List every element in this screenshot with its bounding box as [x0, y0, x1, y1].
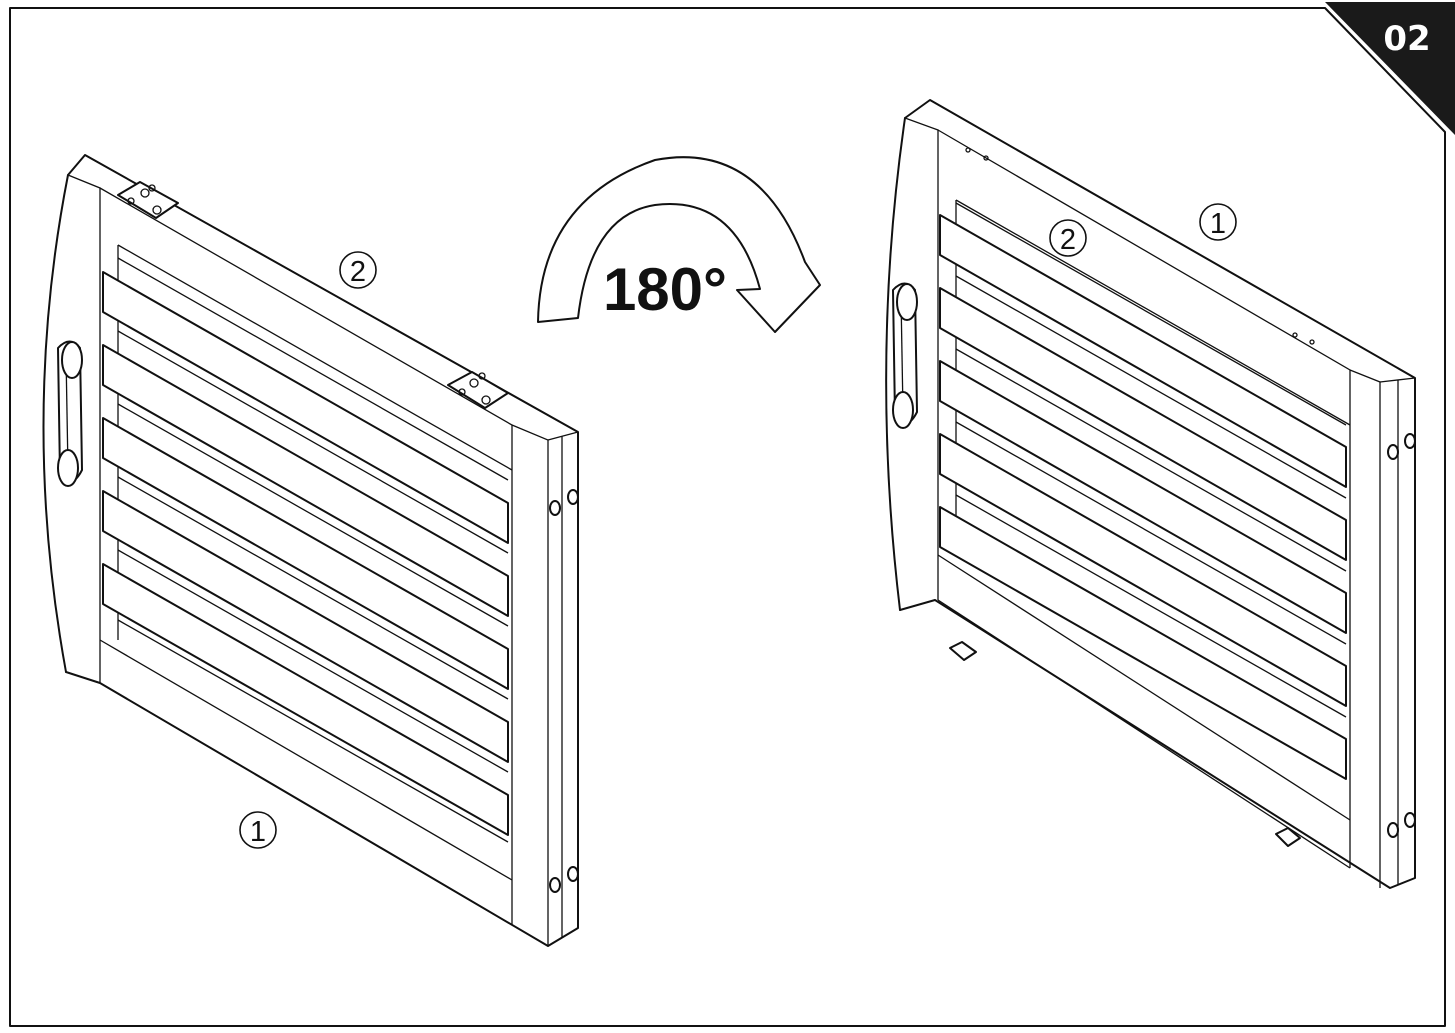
- callout-2-after-label: 2: [1060, 224, 1076, 256]
- callout-1-before: 1: [239, 811, 277, 849]
- handle-icon-right: [892, 282, 918, 429]
- hinge-top-left: [117, 181, 179, 219]
- panel-curved-edge: [42, 174, 69, 673]
- callout-1-after: 1: [1199, 203, 1237, 241]
- callout-1-after-label: 1: [1210, 208, 1226, 240]
- panel-before-rotation: 2 1: [42, 154, 579, 947]
- hinge-top-right: [447, 371, 509, 409]
- page-border: [9, 7, 1446, 1027]
- callout-2-before-label: 2: [350, 256, 366, 288]
- hinge-pins-right: [1387, 433, 1416, 838]
- callout-2-after: 2: [1049, 219, 1087, 257]
- bottom-hinges: [949, 641, 1301, 847]
- callout-2-before: 2: [339, 251, 377, 289]
- step-number: 02: [1383, 19, 1430, 59]
- rotation-angle-label: 180°: [603, 256, 727, 323]
- louver-slats-right: [939, 202, 1347, 780]
- step-badge: 02: [1325, 2, 1455, 135]
- louver-slats: [102, 257, 509, 843]
- step-badge-corner: [1325, 2, 1455, 135]
- hinge-pins-left: [549, 489, 579, 893]
- panel-curved-edge-right: [885, 117, 906, 611]
- rotation-arrow: 180°: [537, 156, 821, 333]
- callout-1-before-label: 1: [250, 816, 266, 848]
- handle-icon: [57, 340, 83, 487]
- panel-after-rotation: 2 1: [885, 99, 1416, 889]
